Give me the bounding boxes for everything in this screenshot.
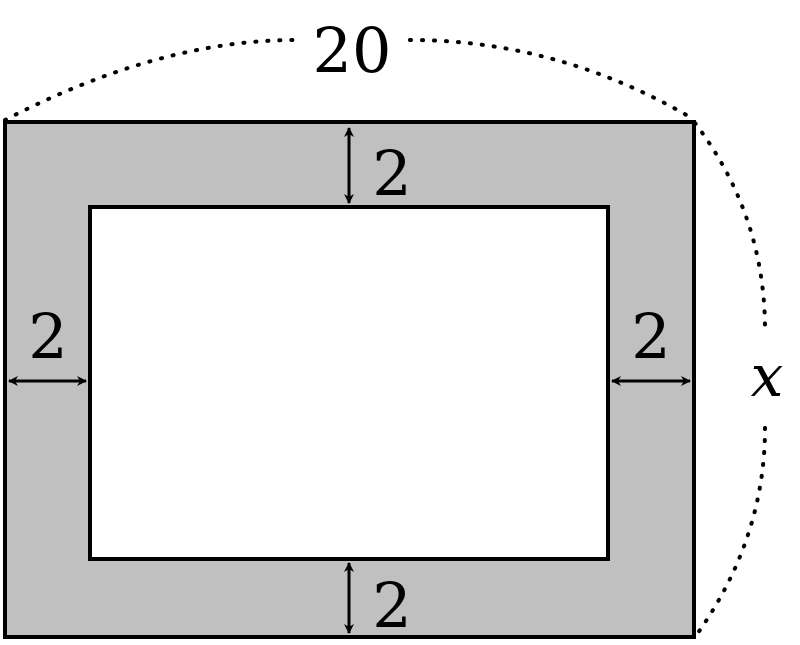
left-gap-label: 2 [28, 300, 67, 373]
side-height-label: x [751, 342, 784, 410]
top-dimension-curve [3, 38, 697, 122]
bottom-gap-label: 2 [372, 569, 411, 642]
right-gap-label: 2 [631, 300, 670, 373]
inner-picture-area [88, 205, 610, 561]
top-width-label: 20 [313, 14, 392, 87]
side-dimension-curve [693, 121, 767, 639]
top-gap-label: 2 [372, 137, 411, 210]
